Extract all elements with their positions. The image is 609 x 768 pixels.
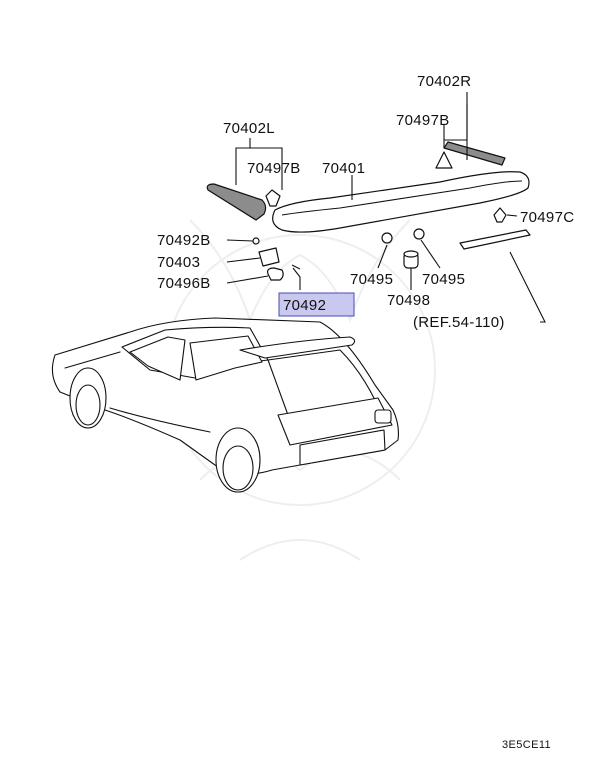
- diagram-code: 3E5CE11: [502, 739, 551, 751]
- part-highlight-70492[interactable]: [278, 292, 355, 317]
- label-70402l[interactable]: 70402L: [223, 120, 275, 137]
- clip-70497c: [493, 207, 507, 223]
- clip-70497b-left: [265, 189, 281, 207]
- screw-70492b: [252, 237, 260, 245]
- nut-70496b: [267, 267, 284, 281]
- car-illustration: [51, 317, 399, 493]
- spoiler-assembly: [206, 141, 530, 233]
- bracket-70403: [258, 247, 280, 267]
- label-70492b[interactable]: 70492B: [157, 232, 211, 249]
- grommet-70495-right: [413, 228, 425, 240]
- label-70402r[interactable]: 70402R: [417, 73, 471, 90]
- label-70497b-left[interactable]: 70497B: [247, 160, 301, 177]
- label-70496b[interactable]: 70496B: [157, 275, 211, 292]
- grommet-70495-left: [381, 232, 393, 244]
- stop-lamp-ref: [459, 229, 531, 250]
- label-ref-54-110[interactable]: (REF.54-110): [413, 314, 505, 331]
- fasteners: [252, 151, 531, 281]
- label-70492[interactable]: 70492: [283, 297, 326, 314]
- leader-lines: [226, 92, 546, 323]
- label-70498[interactable]: 70498: [387, 292, 430, 309]
- label-70401[interactable]: 70401: [322, 160, 365, 177]
- label-70495-left[interactable]: 70495: [350, 271, 393, 288]
- clip-70497b-right: [435, 151, 453, 169]
- label-70497c[interactable]: 70497C: [520, 209, 574, 226]
- label-70497b-right[interactable]: 70497B: [396, 112, 450, 129]
- label-70403[interactable]: 70403: [157, 254, 200, 271]
- label-70495-right[interactable]: 70495: [422, 271, 465, 288]
